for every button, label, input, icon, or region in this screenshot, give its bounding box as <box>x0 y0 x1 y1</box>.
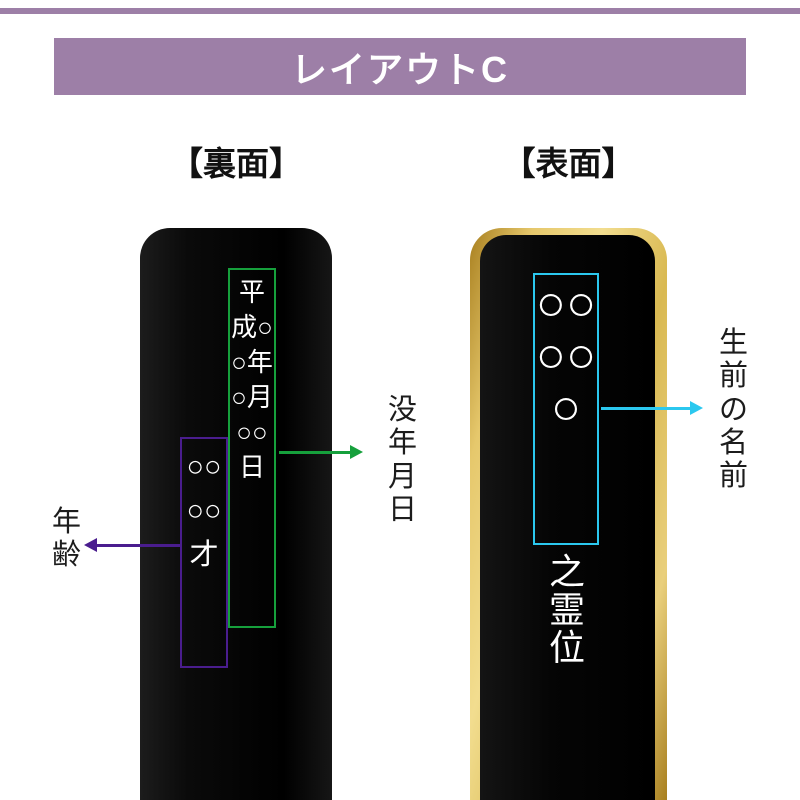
age-annotation-box: ○○○○才 <box>180 437 228 668</box>
age-callout-arrow-icon <box>84 538 181 552</box>
date-callout-arrow-icon <box>279 445 363 459</box>
front-side-heading: 【表面】 <box>502 145 635 182</box>
top-accent-strip <box>0 8 800 14</box>
arrow-right-icon <box>690 401 703 415</box>
memorial-suffix-text: 之霊位 <box>548 552 586 668</box>
back-tablet-photo: 平成○○年○月○○日 ○○○○才 <box>140 228 332 800</box>
front-tablet-photo: ○○○○○ 之霊位 <box>470 228 667 800</box>
name-callout-arrow-line <box>601 406 690 410</box>
age-callout-label: 年齢 <box>51 506 81 572</box>
arrow-right-icon <box>350 445 363 459</box>
age-callout-arrow-line <box>97 543 181 547</box>
name-placeholder-text: ○○○○○ <box>535 275 597 435</box>
name-annotation-box: ○○○○○ <box>533 273 599 545</box>
date-annotation-box: 平成○○年○月○○日 <box>228 268 276 628</box>
date-placeholder-text: 平成○○年○月○○日 <box>231 278 273 482</box>
date-callout-label: 没年月日 <box>387 394 417 527</box>
date-callout-arrow-line <box>279 450 350 454</box>
back-side-heading: 【裏面】 <box>170 145 302 182</box>
age-placeholder-text: ○○○○才 <box>186 451 222 571</box>
page-title: レイアウトC <box>291 48 509 90</box>
header-band: レイアウトC <box>54 38 746 95</box>
name-callout-arrow-icon <box>601 401 703 415</box>
front-tablet-face: ○○○○○ 之霊位 <box>480 235 655 800</box>
arrow-left-icon <box>84 538 97 552</box>
name-callout-label: 生前の名前 <box>718 327 748 493</box>
